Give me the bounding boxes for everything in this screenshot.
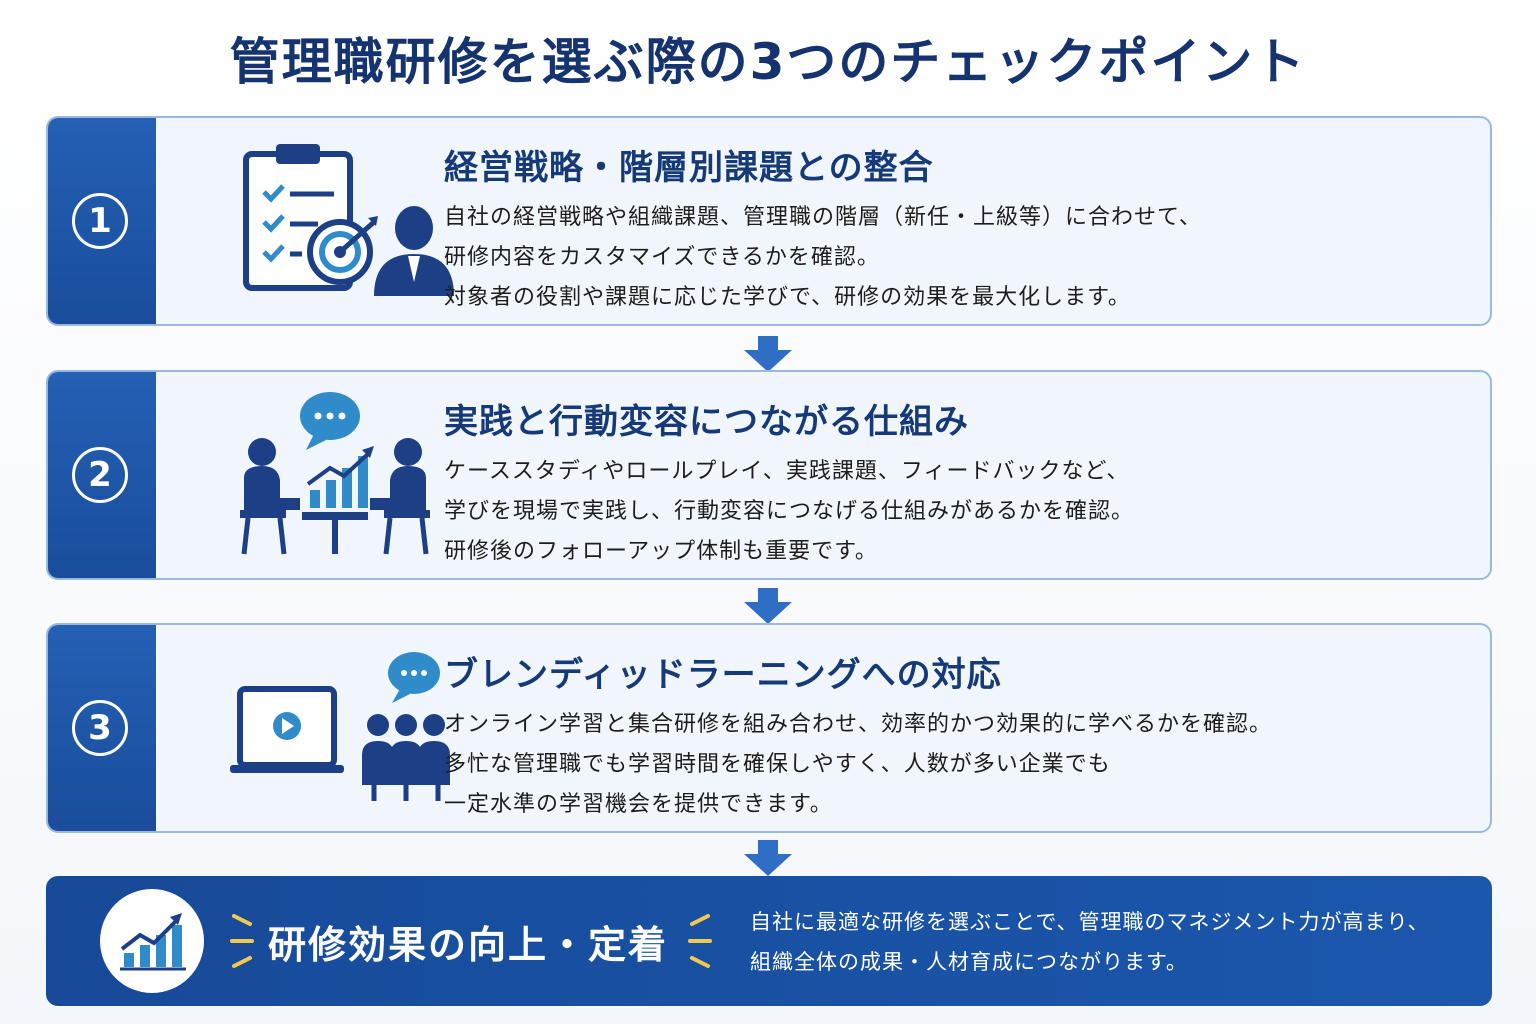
number-band: 3 xyxy=(48,625,156,831)
checkpoint-card-1: 1 経営戦略・階層別課題との整合 自社の経営戦略や組織課題、管理職の階層（新任・ xyxy=(46,116,1492,326)
description-line: オンライン学習と集合研修を組み合わせ、効率的かつ効果的に学べるかを確認。 xyxy=(444,712,1273,737)
businessman-icon xyxy=(374,206,454,296)
step-description: オンライン学習と集合研修を組み合わせ、効率的かつ効果的に学べるかを確認。 多忙な… xyxy=(444,705,1450,825)
chat-bubble-icon xyxy=(388,652,440,703)
description-line: 研修後のフォローアップ体制も重要です。 xyxy=(444,539,878,564)
description-line: 対象者の役割や課題に応じた学びで、研修の効果を最大化します。 xyxy=(444,285,1131,310)
result-icon-circle xyxy=(100,889,204,993)
step-heading: 経営戦略・階層別課題との整合 xyxy=(444,148,934,188)
down-arrow-icon xyxy=(744,840,792,876)
description-line: 研修内容をカスタマイズできるかを確認。 xyxy=(444,245,880,270)
step-heading: ブレンディッドラーニングへの対応 xyxy=(444,655,1002,695)
step-number: 1 xyxy=(72,193,128,249)
description-line: 自社に最適な研修を選ぶことで、管理職のマネジメント力が高まり、 xyxy=(750,910,1430,934)
target-icon xyxy=(307,216,378,285)
description-line: 一定水準の学習機会を提供できます。 xyxy=(444,792,833,817)
growth-chart-icon xyxy=(306,446,374,508)
description-line: 自社の経営戦略や組織課題、管理職の階層（新任・上級等）に合わせて、 xyxy=(444,205,1202,230)
down-arrow-icon xyxy=(744,588,792,624)
step-description: 自社の経営戦略や組織課題、管理職の階層（新任・上級等）に合わせて、 研修内容をカ… xyxy=(444,198,1450,318)
step-description: ケーススタディやロールプレイ、実践課題、フィードバックなど、 学びを現場で実践し… xyxy=(444,452,1450,572)
step-number: 3 xyxy=(72,700,128,756)
laptop-video-icon xyxy=(230,686,344,773)
strategy-illustration xyxy=(243,144,454,296)
description-line: ケーススタディやロールプレイ、実践課題、フィードバックなど、 xyxy=(444,459,1130,484)
number-band: 2 xyxy=(48,372,156,578)
sparkle-left-icon xyxy=(230,914,254,968)
growth-chart-icon xyxy=(120,913,186,971)
checkpoint-card-3: 3 ブレンディッドラーニングへの対応 xyxy=(46,623,1492,833)
group-people-icon xyxy=(362,714,450,801)
step-number: 2 xyxy=(72,447,128,503)
result-banner: 研修効果の向上・定着 自社に最適な研修を選ぶことで、管理職のマネジメント力が高ま… xyxy=(46,876,1492,1006)
down-arrow-icon xyxy=(744,336,792,372)
practice-illustration xyxy=(240,392,430,555)
sparkle-right-icon xyxy=(688,914,712,968)
chat-bubble-icon xyxy=(300,392,360,450)
description-line: 多忙な管理職でも学習時間を確保しやすく、人数が多い企業でも xyxy=(444,752,1111,777)
result-label: 研修効果の向上・定着 xyxy=(268,923,669,967)
number-band: 1 xyxy=(48,118,156,324)
page-title: 管理職研修を選ぶ際の3つのチェックポイント xyxy=(229,33,1307,91)
step-heading: 実践と行動変容につながる仕組み xyxy=(444,402,969,442)
description-line: 組織全体の成果・人材育成につながります。 xyxy=(750,950,1188,974)
description-line: 学びを現場で実践し、行動変容につなげる仕組みがあるかを確認。 xyxy=(444,499,1135,524)
result-description: 自社に最適な研修を選ぶことで、管理職のマネジメント力が高まり、 組織全体の成果・… xyxy=(750,902,1430,982)
blended-learning-illustration xyxy=(230,652,450,801)
checkpoint-card-2: 2 xyxy=(46,370,1492,580)
meeting-people-icon xyxy=(240,438,430,555)
